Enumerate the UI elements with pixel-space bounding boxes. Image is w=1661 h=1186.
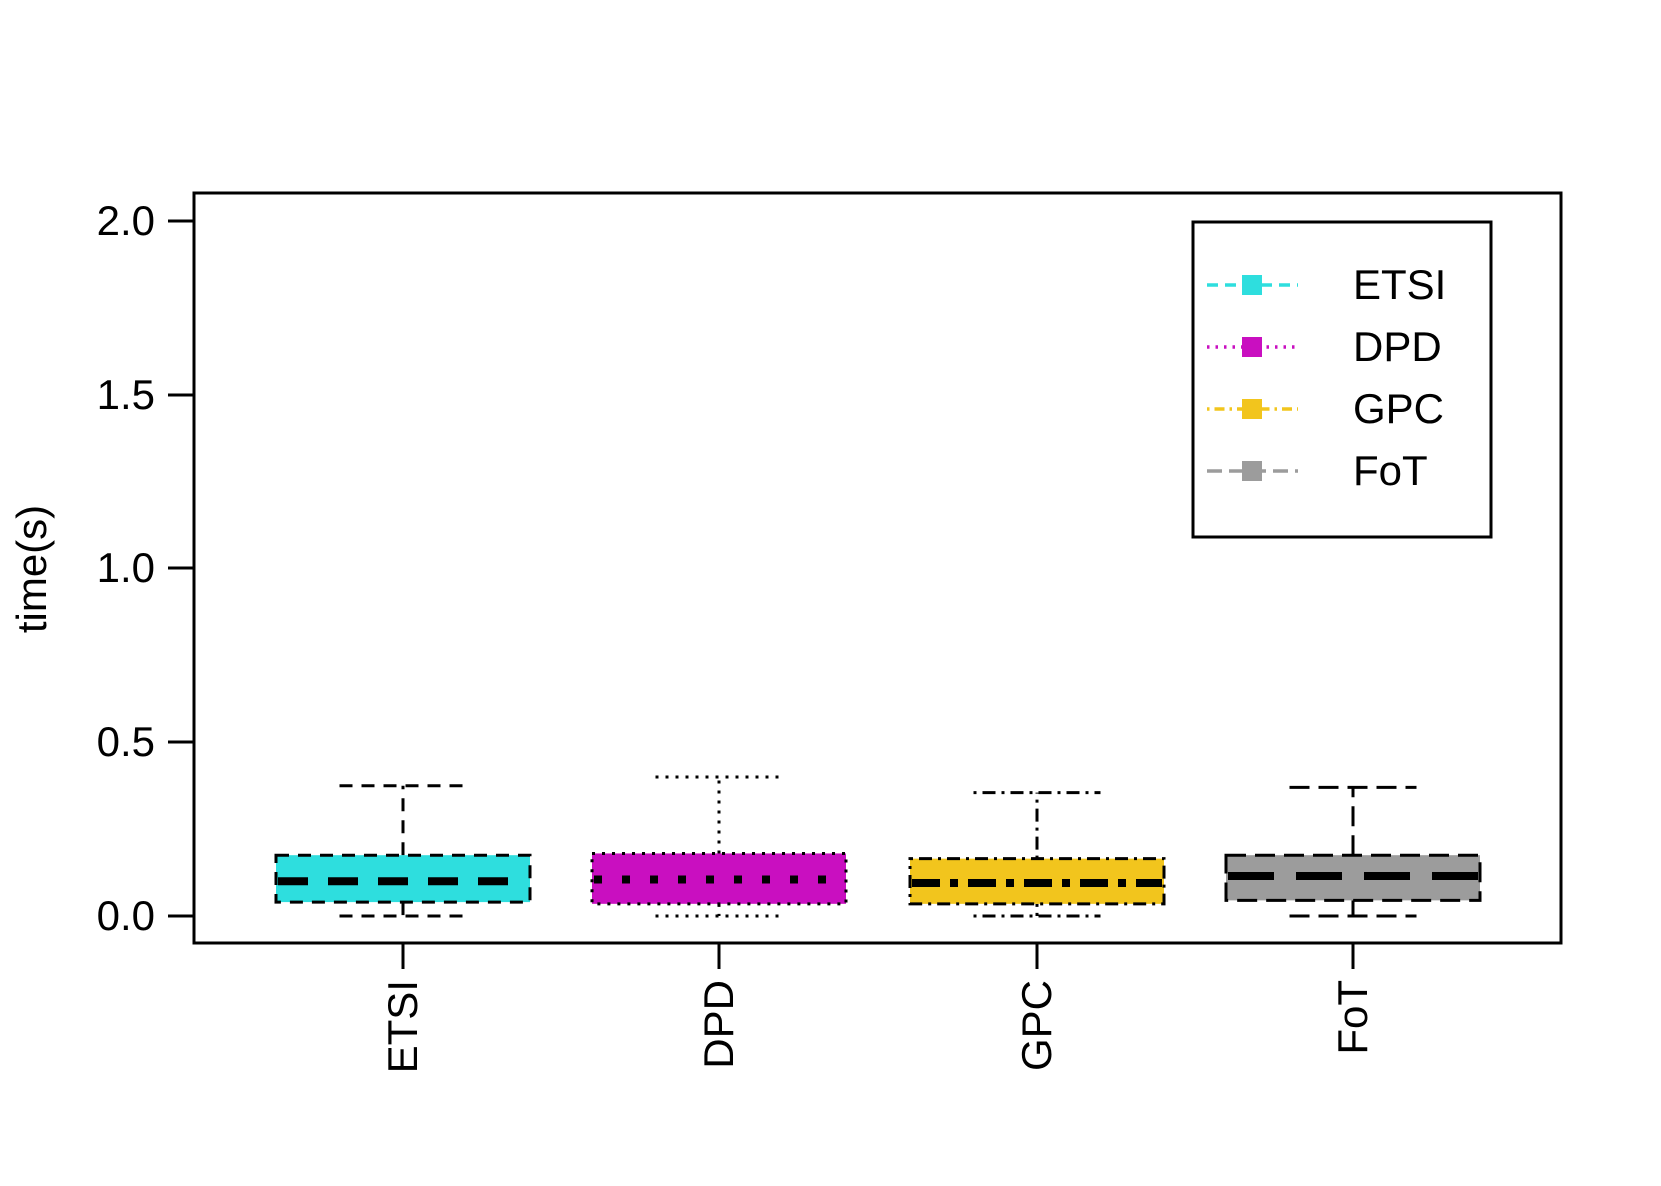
box-group-DPD	[590, 775, 848, 918]
x-axis-ticks	[401, 943, 1355, 969]
legend-marker-GPC	[1242, 399, 1262, 419]
legend-label-dpd: DPD	[1353, 323, 1442, 370]
legend-label-gpc: GPC	[1353, 385, 1445, 432]
box-group-GPC	[908, 791, 1166, 918]
legend-marks	[1207, 275, 1298, 481]
box-group-ETSI	[274, 784, 532, 918]
box-group-FoT	[1224, 785, 1482, 918]
legend-label-etsi: ETSI	[1353, 261, 1447, 308]
legend-marker-DPD	[1242, 337, 1262, 357]
y-axis-title: time(s)	[8, 504, 55, 634]
x-tick-label-dpd: DPD	[695, 980, 742, 1069]
legend-label-fot: FoT	[1353, 447, 1428, 494]
boxes-layer	[274, 775, 1482, 918]
legend-entry-DPD	[1207, 337, 1298, 357]
y-tick-label: 2.0	[96, 197, 155, 244]
box-rect	[590, 851, 848, 906]
x-tick-label-gpc: GPC	[1013, 980, 1060, 1072]
x-tick-label-etsi: ETSI	[379, 980, 426, 1074]
y-tick-label: 0.5	[96, 718, 155, 765]
legend-entry-GPC	[1207, 399, 1298, 419]
y-axis-ticks	[168, 219, 194, 918]
legend-box	[1191, 220, 1493, 539]
legend-entry-ETSI	[1207, 275, 1298, 295]
legend-marker-ETSI	[1242, 275, 1262, 295]
x-tick-label-fot: FoT	[1329, 980, 1376, 1055]
legend-entry-FoT	[1207, 461, 1298, 481]
y-tick-label: 1.0	[96, 544, 155, 591]
y-tick-label: 0.0	[96, 892, 155, 939]
legend-marker-FoT	[1242, 461, 1262, 481]
y-tick-label: 1.5	[96, 371, 155, 418]
